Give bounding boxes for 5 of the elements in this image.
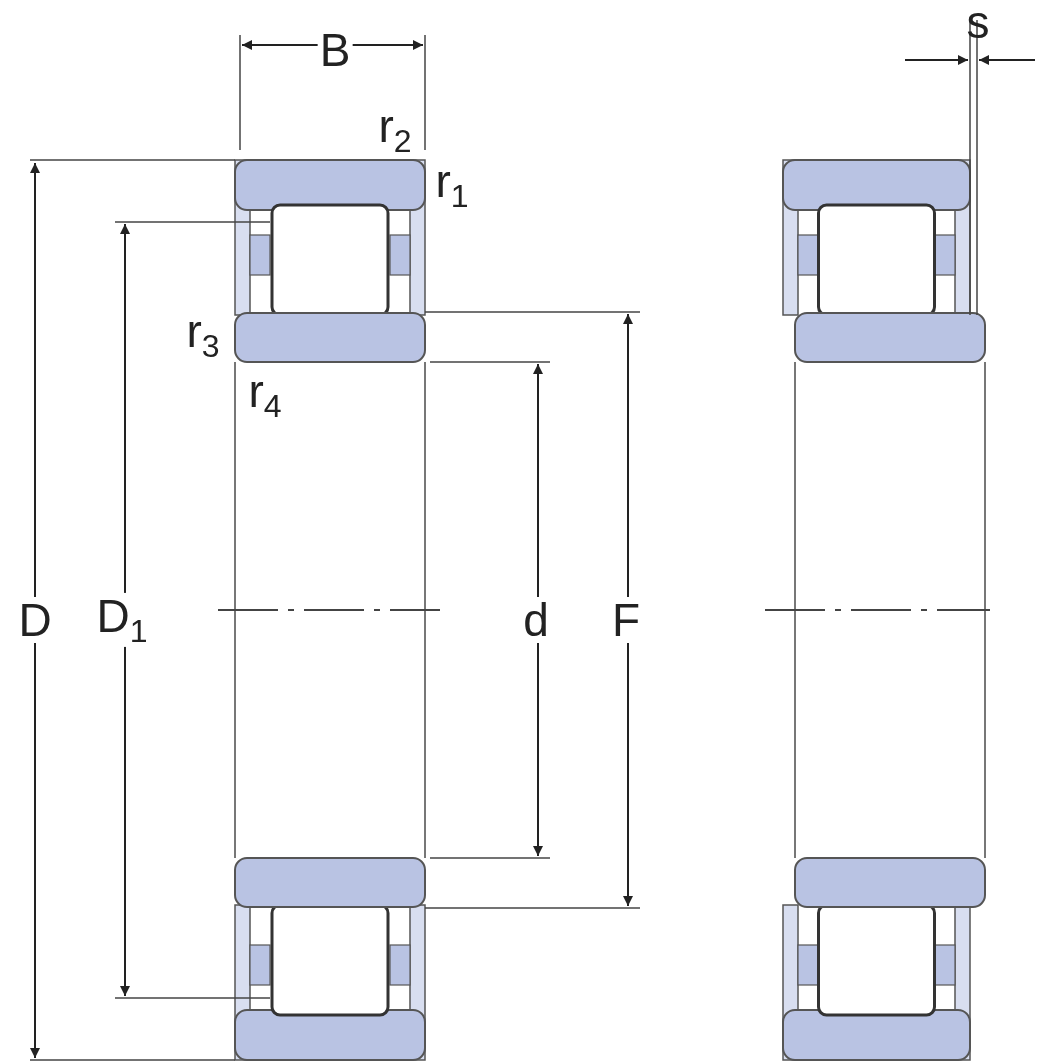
dimension-label: r$_{3}$ <box>185 307 221 363</box>
dimension-label: r$_{1}$ <box>434 157 470 213</box>
dimension-label: r$_{4}$ <box>247 367 283 423</box>
dimension-label: s <box>965 0 991 45</box>
dimension-label: r$_{2}$ <box>377 102 413 158</box>
